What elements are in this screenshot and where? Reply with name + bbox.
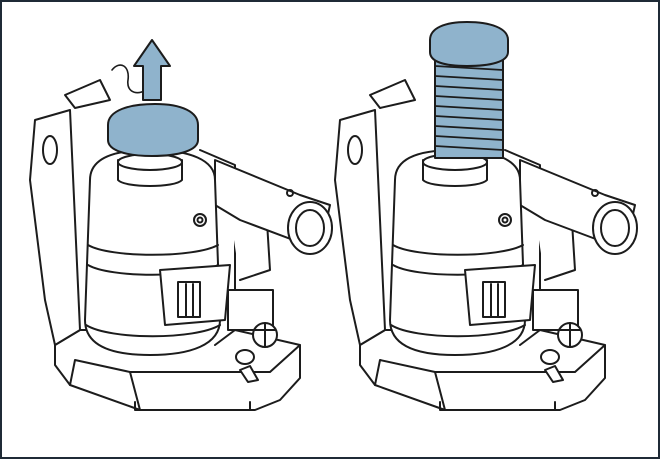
jack-left-retracted: [29, 39, 333, 411]
jack-right-extended: [334, 21, 638, 411]
extended-ram-highlight: [429, 21, 509, 159]
ram-saddle-highlight: [107, 103, 199, 157]
up-arrow-icon: [133, 39, 171, 101]
